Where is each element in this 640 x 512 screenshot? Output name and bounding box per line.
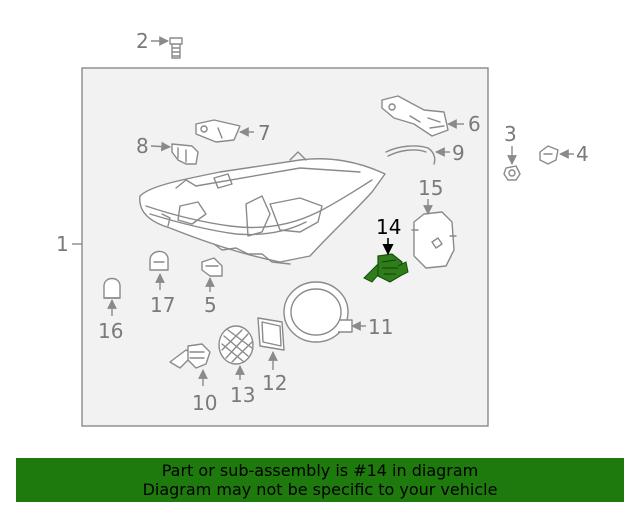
callout-8: 8: [136, 134, 149, 158]
banner-line-2: Diagram may not be specific to your vehi…: [142, 480, 498, 499]
part-2-screw[interactable]: [169, 37, 183, 59]
part-6-bracket[interactable]: [381, 95, 449, 137]
callout-4: 4: [576, 142, 589, 166]
callout-5: 5: [204, 293, 217, 317]
callout-12: 12: [262, 371, 287, 395]
part-16-bulb[interactable]: [103, 277, 121, 299]
callout-7: 7: [258, 121, 271, 145]
callout-1: 1: [56, 232, 69, 256]
callout-16: 16: [98, 319, 123, 343]
part-12-gasket[interactable]: [257, 317, 285, 351]
callout-6: 6: [468, 112, 481, 136]
part-8-bracket[interactable]: [171, 143, 199, 165]
part-17-socket[interactable]: [149, 250, 169, 271]
headlamp-housing[interactable]: [139, 151, 386, 265]
callout-15: 15: [418, 176, 443, 200]
banner-line-1: Part or sub-assembly is #14 in diagram: [161, 461, 479, 480]
part-5-socket[interactable]: [201, 257, 223, 277]
callout-13: 13: [230, 383, 255, 407]
part-11-ring[interactable]: [283, 281, 353, 343]
part-13-mesh-cap[interactable]: [218, 325, 254, 365]
callout-14: 14: [376, 215, 401, 239]
parts-diagram: 2 1 8 7 6 9: [56, 29, 589, 427]
callout-11: 11: [368, 315, 393, 339]
callout-3: 3: [504, 122, 517, 146]
notice-banner: Part or sub-assembly is #14 in diagram D…: [16, 458, 624, 502]
part-3-screw[interactable]: [503, 165, 521, 181]
part-9-wire[interactable]: [385, 145, 436, 165]
part-10-bulb[interactable]: [169, 343, 211, 369]
callout-2: 2: [136, 29, 149, 53]
part-15-cover[interactable]: [411, 211, 457, 269]
callout-9: 9: [452, 141, 465, 165]
callout-17: 17: [150, 293, 175, 317]
callout-10: 10: [192, 391, 217, 415]
part-4-clip[interactable]: [539, 145, 559, 165]
part-7-bracket[interactable]: [195, 119, 241, 143]
